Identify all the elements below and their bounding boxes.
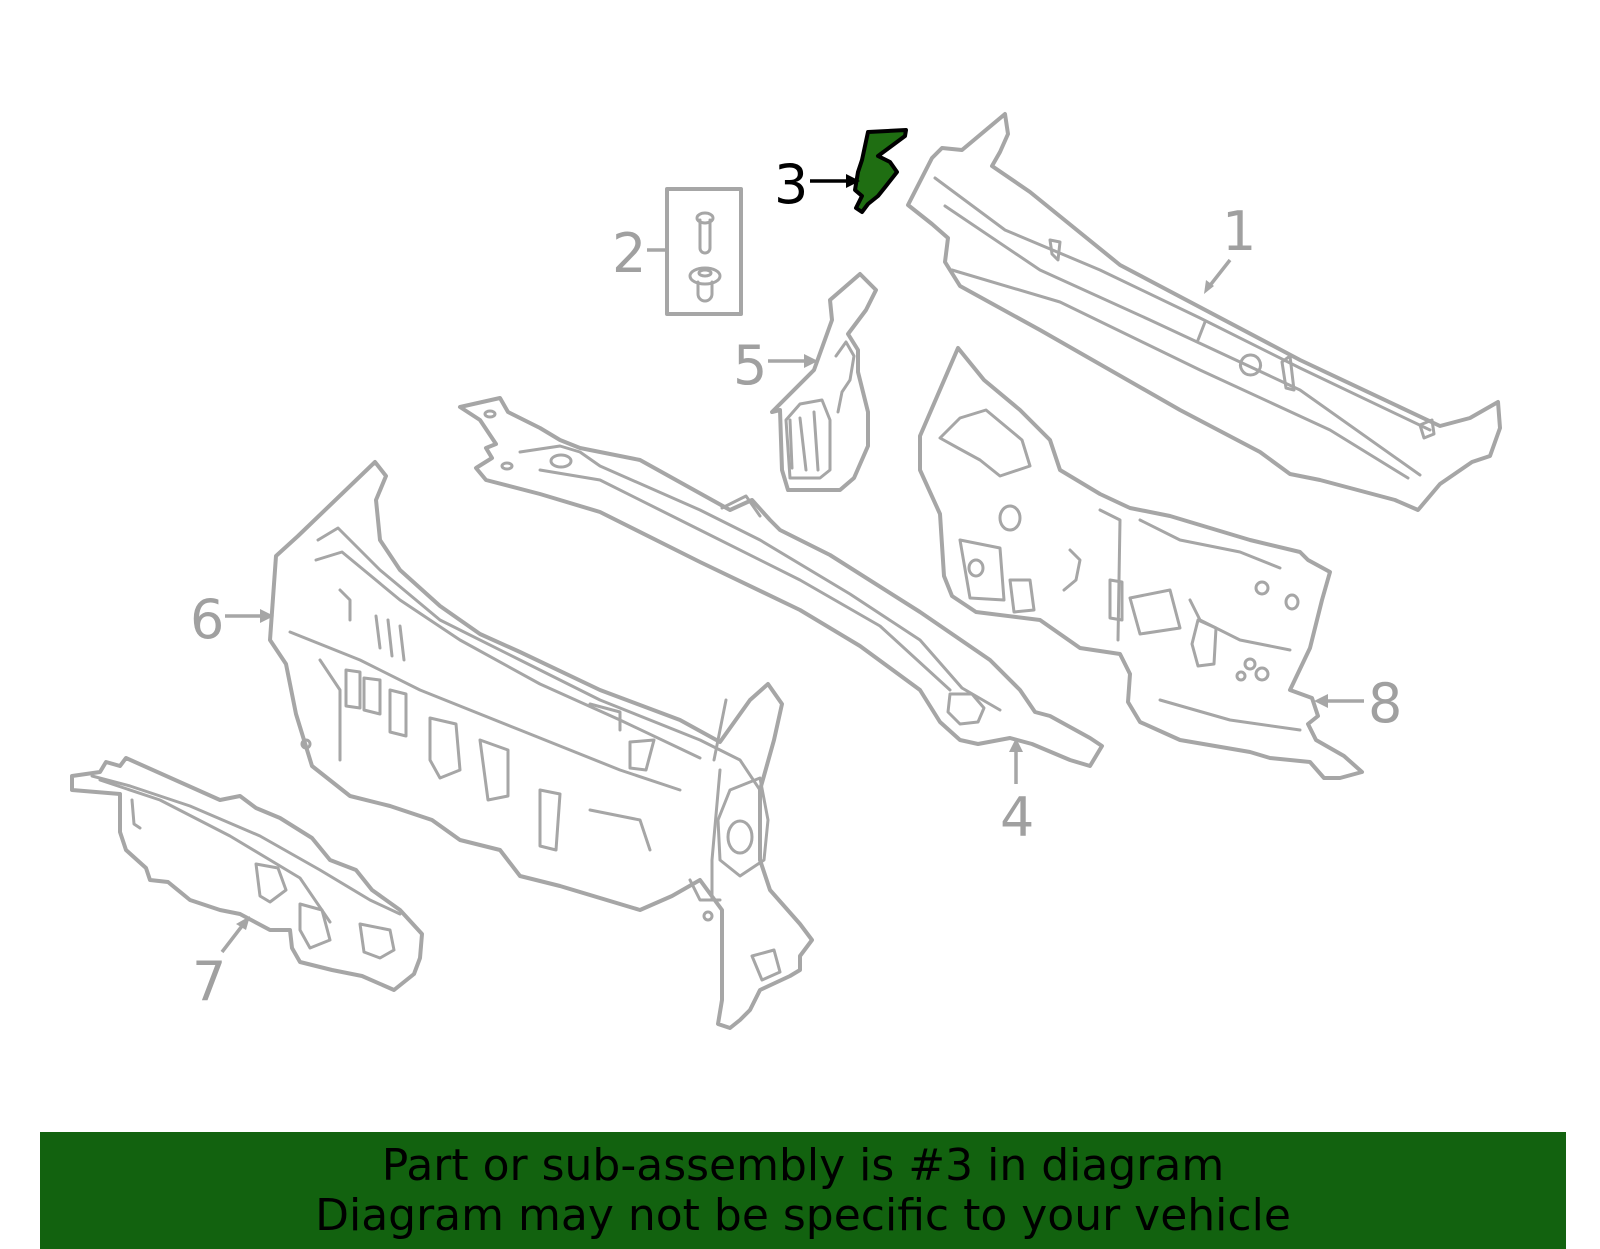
part-7-lower-bracket[interactable]	[70, 756, 424, 992]
callout-8[interactable]: 8	[1368, 672, 1402, 735]
callout-7[interactable]: 7	[192, 950, 226, 1013]
callout-5[interactable]: 5	[733, 334, 767, 397]
info-banner: Part or sub-assembly is #3 in diagram Di…	[40, 1132, 1566, 1249]
part-4-cross-member[interactable]	[458, 396, 1104, 768]
banner-line-disclaimer: Diagram may not be specific to your vehi…	[315, 1189, 1291, 1241]
part-5-side-bracket[interactable]	[770, 272, 878, 492]
callout-1[interactable]: 1	[1222, 200, 1256, 263]
callout-leaders	[220, 174, 1364, 954]
part-3-bracket[interactable]	[853, 128, 908, 214]
callout-2[interactable]: 2	[612, 222, 646, 285]
part-6-dash-panel[interactable]	[268, 460, 814, 1030]
callout-4[interactable]: 4	[1000, 786, 1034, 849]
part-8-dash-panel[interactable]	[918, 346, 1364, 780]
part-2-fasteners[interactable]	[665, 187, 743, 316]
banner-line-part-number: Part or sub-assembly is #3 in diagram	[381, 1139, 1225, 1191]
callout-6[interactable]: 6	[190, 588, 224, 651]
part-1-cowl-panel[interactable]	[906, 112, 1502, 512]
callout-labels: 1 2 3 4 5 6 7 8	[190, 153, 1402, 1013]
callout-3[interactable]: 3	[774, 153, 808, 216]
